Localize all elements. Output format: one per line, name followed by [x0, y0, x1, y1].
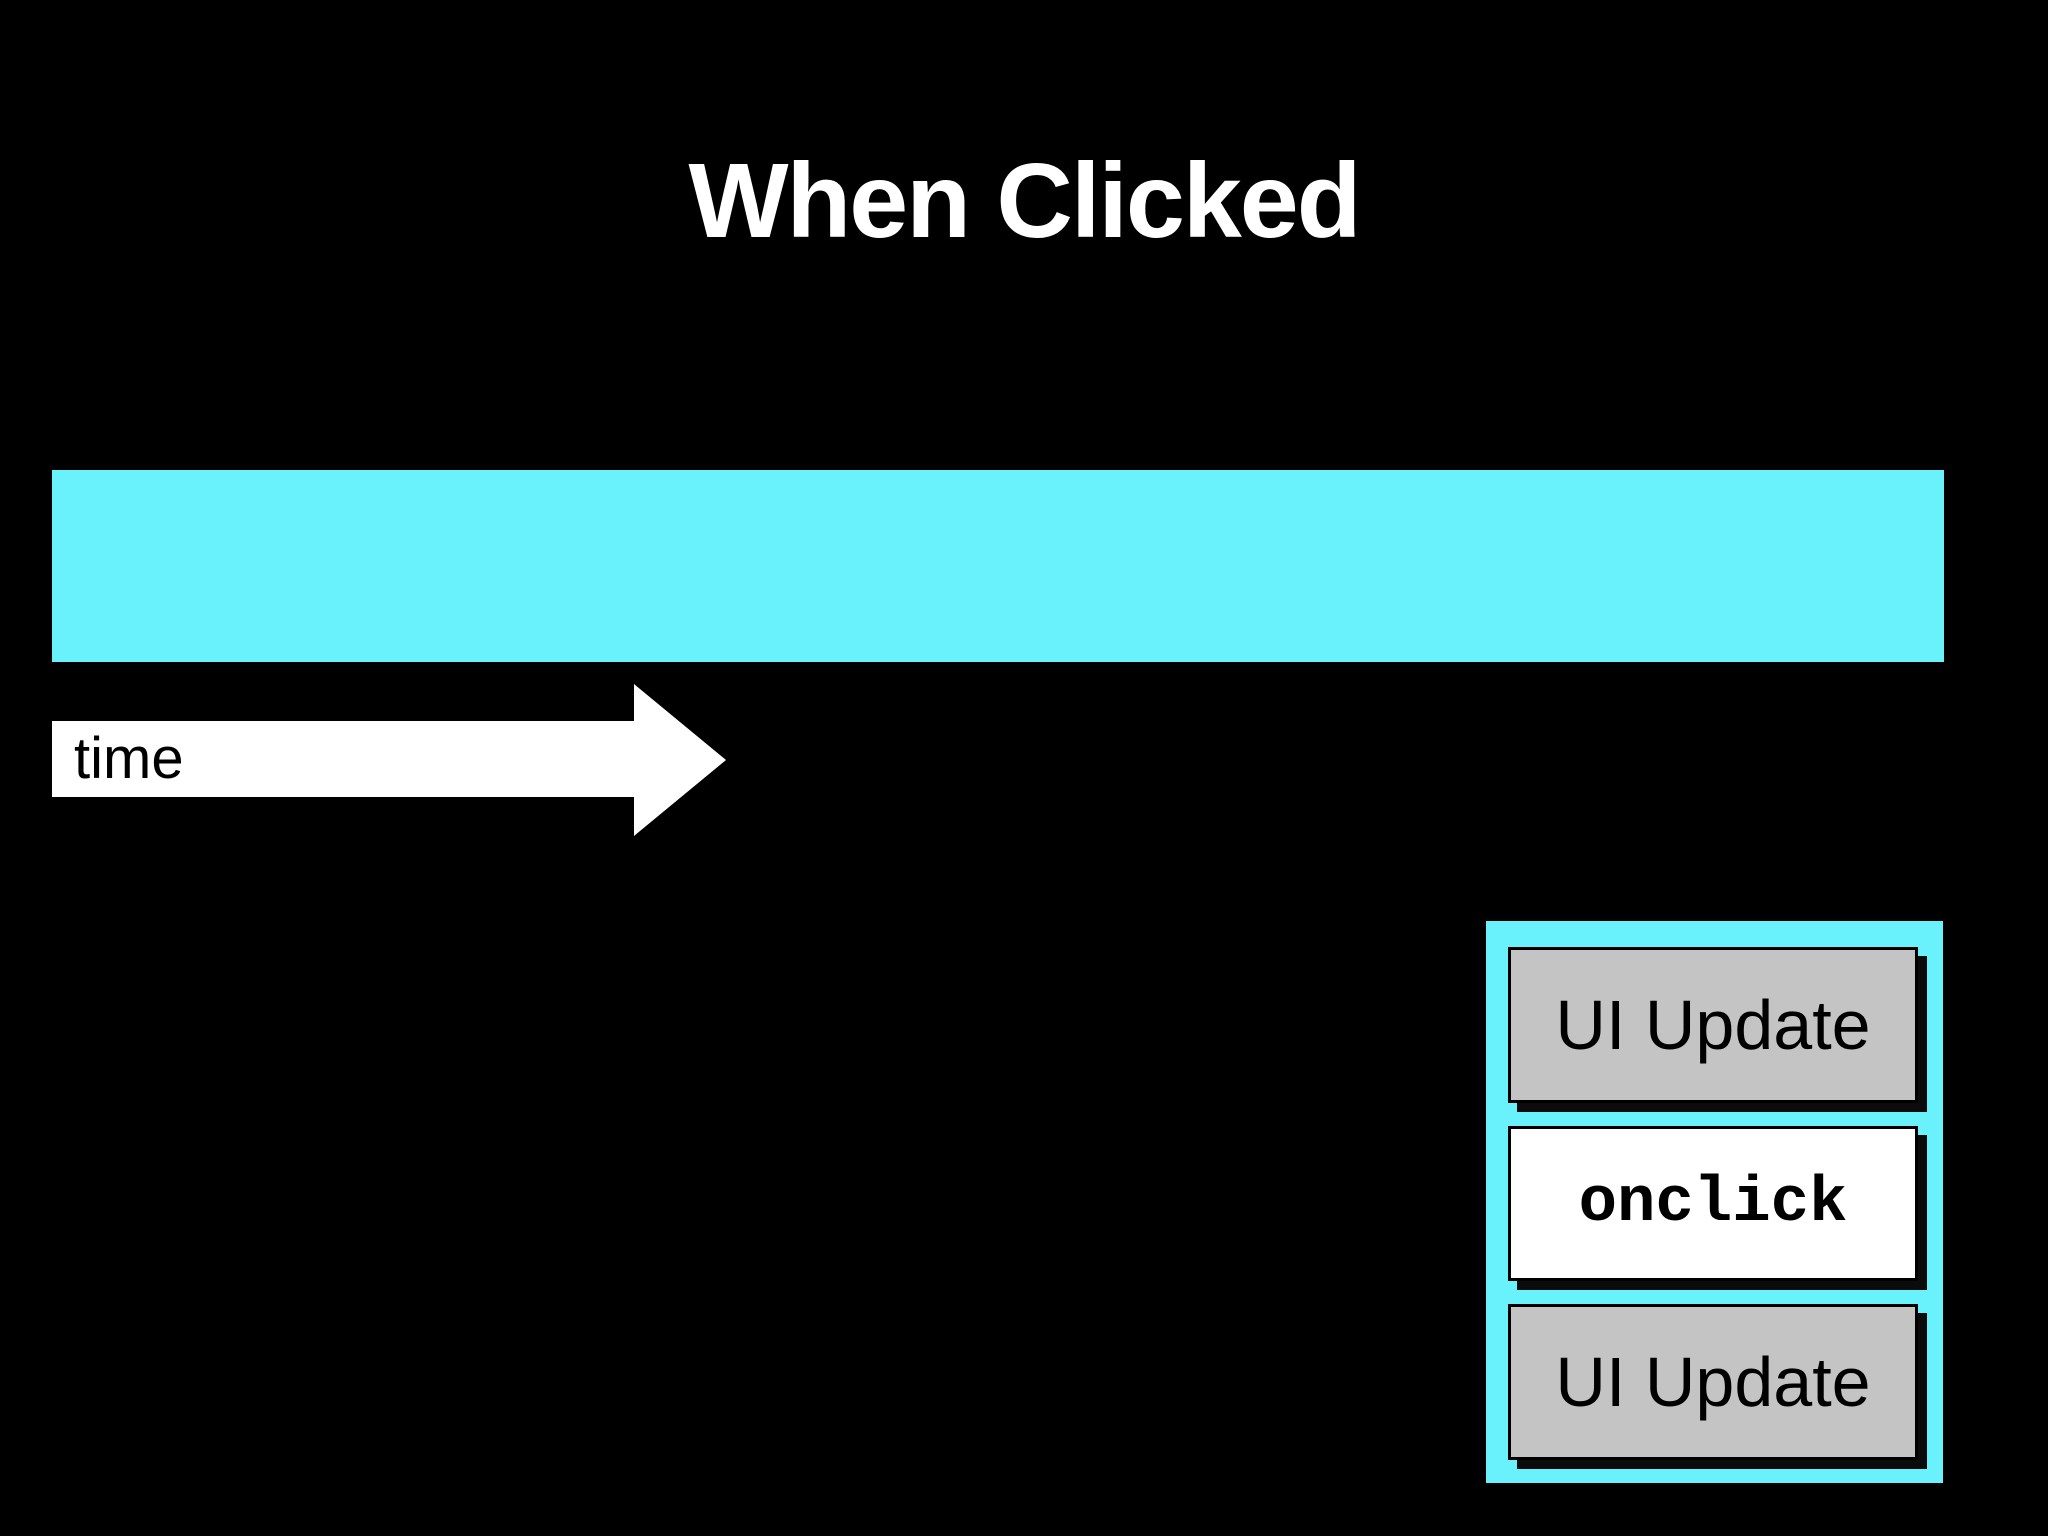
ui-update-label-top: UI Update — [1555, 985, 1871, 1064]
time-label: time — [74, 726, 184, 791]
slide-title: When Clicked — [688, 142, 1361, 260]
ui-update-box-bottom: UI Update — [1508, 1304, 1918, 1461]
ui-thread-bar — [52, 470, 1944, 662]
onclick-box: onclick — [1508, 1125, 1918, 1282]
time-arrow: time — [52, 684, 726, 836]
ui-update-box-top: UI Update — [1508, 947, 1918, 1103]
ui-update-label-bottom: UI Update — [1555, 1343, 1871, 1422]
arrow-right-icon — [52, 684, 726, 836]
onclick-label: onclick — [1578, 1167, 1848, 1240]
event-stack-panel: UI Update onclick UI Update — [1486, 921, 1943, 1483]
